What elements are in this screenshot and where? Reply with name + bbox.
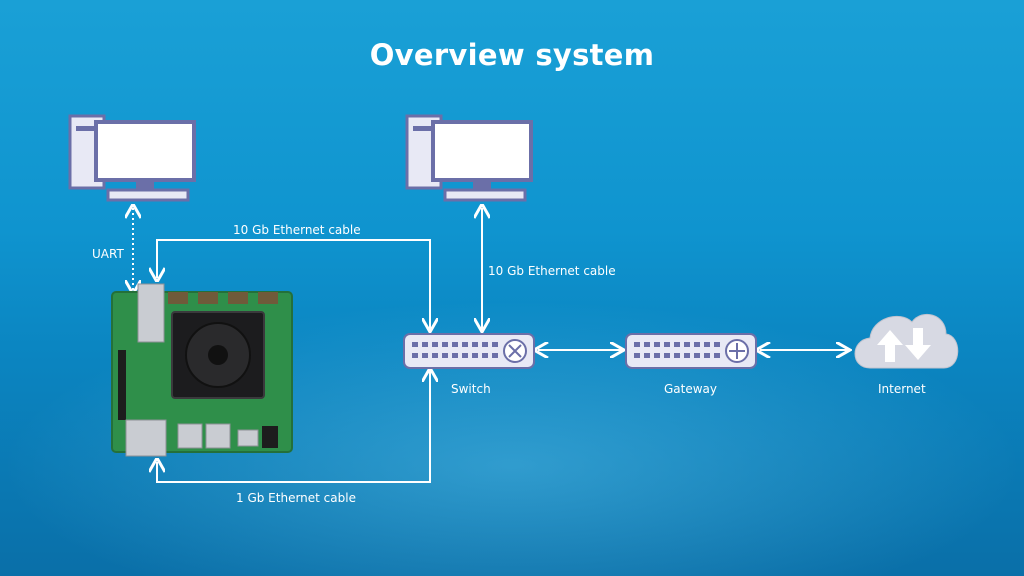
computer-right-icon (405, 114, 533, 202)
uart-label: UART (92, 247, 124, 261)
board-icon (111, 283, 293, 457)
cloud-icon (854, 313, 959, 369)
bottom-cable-label: 1 Gb Ethernet cable (236, 491, 356, 505)
internet-label: Internet (878, 382, 926, 396)
gateway-icon (625, 333, 757, 369)
switch-label: Switch (451, 382, 491, 396)
top-cable-connector (157, 239, 430, 330)
bottom-cable-connector (157, 370, 430, 483)
page-title: Overview system (369, 38, 655, 72)
gateway-label: Gateway (664, 382, 718, 396)
top-cable-label: 10 Gb Ethernet cable (233, 223, 361, 237)
switch-pc-cable-label: 10 Gb Ethernet cable (488, 264, 616, 278)
computer-left-icon (68, 114, 196, 202)
switch-icon (403, 333, 535, 369)
